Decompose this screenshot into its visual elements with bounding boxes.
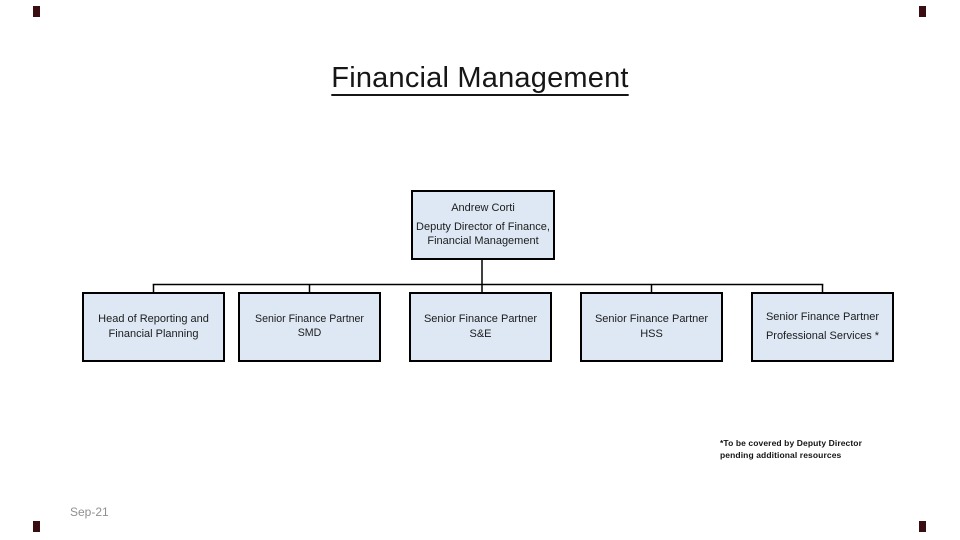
footnote: *To be covered by Deputy Director pendin… [720, 438, 863, 460]
corner-mark-bottom-left-icon [33, 521, 40, 532]
corner-mark-top-left-icon [33, 6, 40, 17]
org-box-senior-finance-partner-se: Senior Finance Partner S&E [409, 292, 552, 362]
person-name: Andrew Corti [451, 202, 515, 215]
org-box-head-of-reporting: Head of Reporting and Financial Planning [82, 292, 225, 362]
org-box-label: Senior Finance Partner Professional Serv… [765, 310, 880, 342]
corner-mark-bottom-right-icon [919, 521, 926, 532]
slide-date: Sep-21 [70, 505, 109, 519]
org-box-label: Senior Finance Partner S&E [423, 313, 538, 340]
slide-title: Financial Management [331, 62, 629, 94]
corner-mark-top-right-icon [919, 6, 926, 17]
org-box-label: Senior Finance Partner HSS [594, 313, 709, 340]
org-box-senior-finance-partner-professional-services: Senior Finance Partner Professional Serv… [751, 292, 894, 362]
org-box-senior-finance-partner-hss: Senior Finance Partner HSS [580, 292, 723, 362]
org-box-senior-finance-partner-smd: Senior Finance Partner SMD [238, 292, 381, 362]
org-box-deputy-director: Andrew Corti Deputy Director of Finance,… [411, 190, 555, 260]
org-box-label: Senior Finance Partner SMD [255, 313, 364, 339]
org-box-label: Head of Reporting and Financial Planning [98, 313, 209, 340]
role-title: Deputy Director of Finance, Financial Ma… [416, 220, 550, 248]
